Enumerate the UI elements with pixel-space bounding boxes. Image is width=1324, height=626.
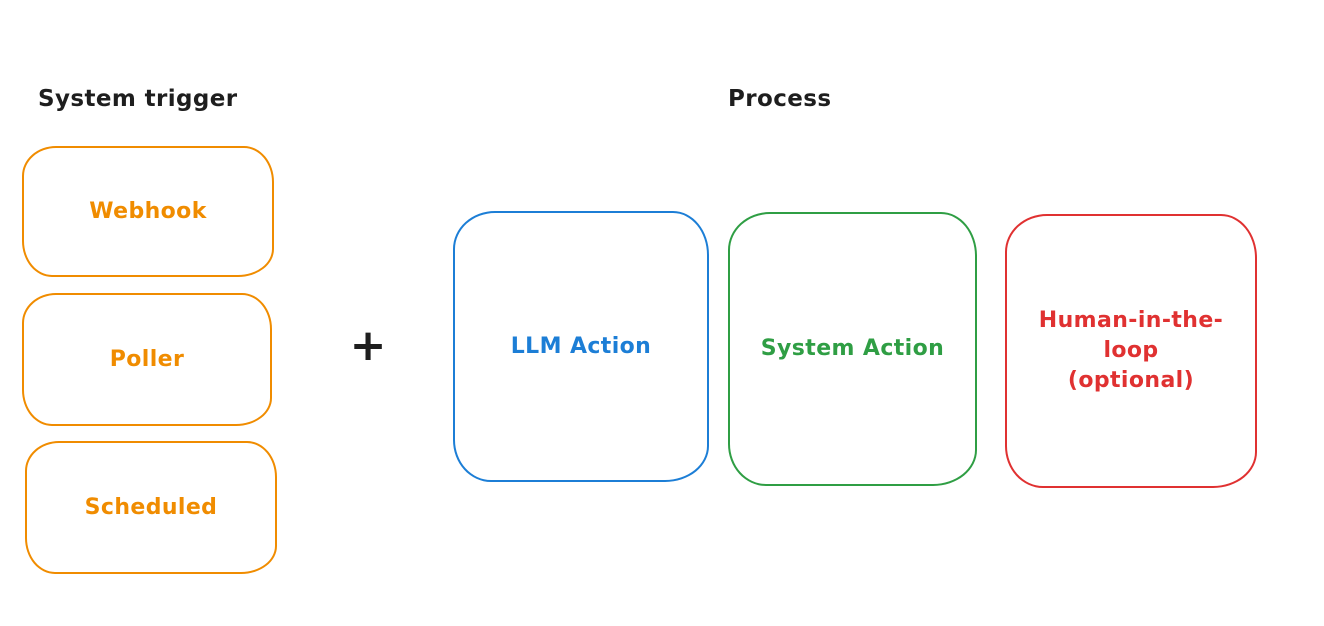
process-box-human-in-the-loop-label: Human-in-the-loop (optional) (1038, 308, 1224, 393)
trigger-box-poller: Poller (22, 293, 272, 426)
trigger-box-webhook: Webhook (22, 146, 274, 277)
trigger-box-webhook-label: Webhook (89, 198, 207, 224)
process-box-system-action: System Action (728, 212, 977, 486)
system-trigger-column-label: System trigger (38, 86, 238, 112)
process-box-llm-action: LLM Action (453, 211, 709, 482)
trigger-box-poller-label: Poller (109, 346, 185, 372)
process-column-label: Process (728, 86, 832, 112)
process-box-system-action-label: System Action (760, 336, 945, 361)
process-box-human-in-the-loop: Human-in-the-loop (optional) (1005, 214, 1257, 488)
trigger-box-scheduled: Scheduled (25, 441, 277, 574)
trigger-box-scheduled-label: Scheduled (84, 494, 218, 520)
process-box-llm-action-label: LLM Action (510, 333, 652, 359)
plus-sign: + (349, 320, 387, 371)
